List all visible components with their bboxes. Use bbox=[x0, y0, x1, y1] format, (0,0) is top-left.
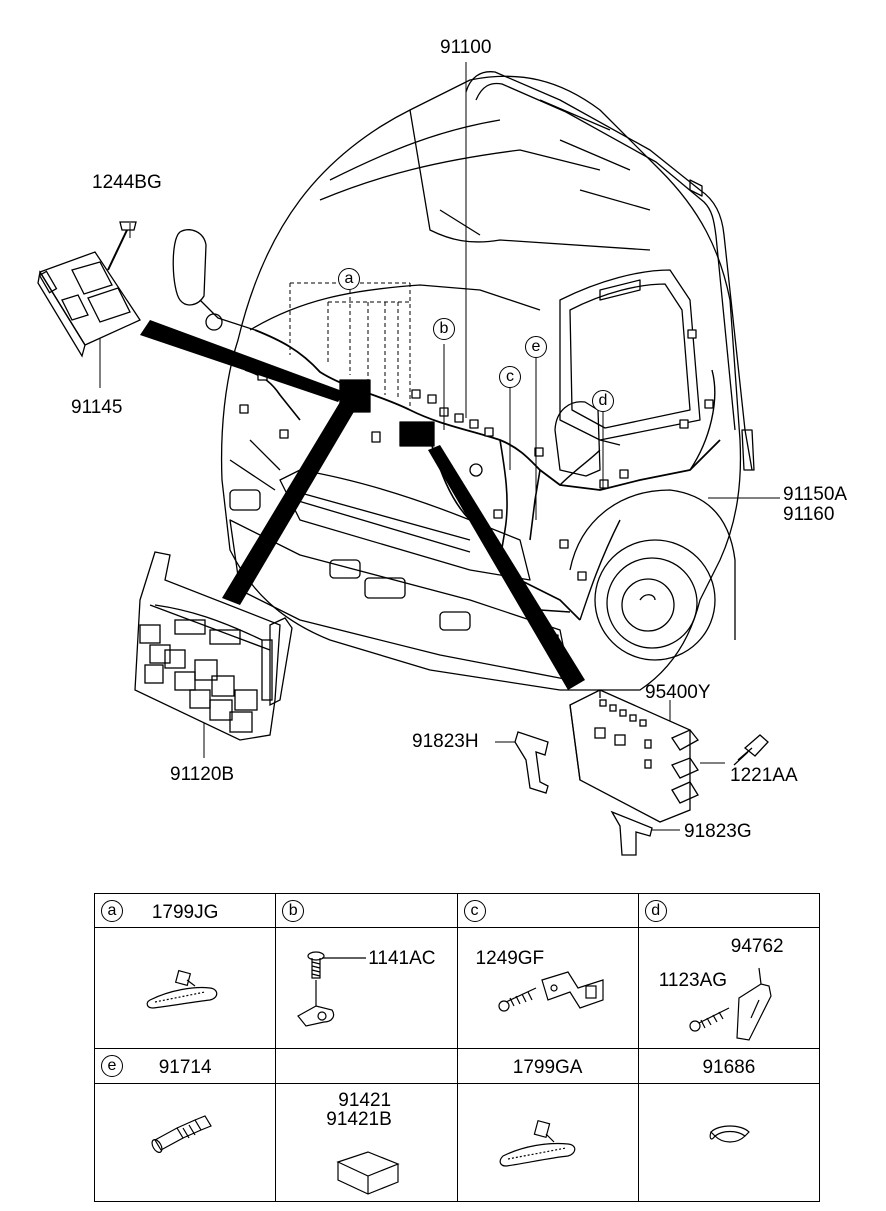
label-91145: 91145 bbox=[71, 397, 123, 418]
cell-d: 94762 1123AG bbox=[637, 927, 821, 1049]
screw-ground-icon bbox=[297, 951, 367, 1027]
header-c: c bbox=[456, 893, 639, 928]
roof-rack bbox=[465, 71, 753, 471]
cab-outline bbox=[220, 75, 742, 691]
label-1244BG: 1244BG bbox=[92, 172, 162, 193]
header-1799GA: 1799GA bbox=[456, 1048, 639, 1084]
relay-block-91145 bbox=[37, 221, 141, 358]
callout-e: e bbox=[525, 336, 547, 358]
wheel-arch bbox=[569, 489, 736, 640]
control-module-95400Y bbox=[514, 689, 769, 856]
callout-b: b bbox=[433, 318, 455, 340]
part-1141AC: 1141AC bbox=[368, 948, 436, 969]
right-mirror bbox=[554, 401, 601, 477]
header-a: a 1799JG bbox=[93, 893, 277, 928]
bolt-bracket-icon bbox=[497, 971, 604, 1012]
table-callout: b bbox=[282, 900, 305, 922]
part-1123AG: 1123AG bbox=[658, 970, 728, 991]
cable-tie-icon bbox=[499, 1119, 575, 1167]
bolt-clip-icon bbox=[689, 967, 772, 1041]
callout-d: d bbox=[592, 390, 614, 412]
label-91823G: 91823G bbox=[684, 821, 752, 842]
label-91150A: 91150A bbox=[783, 484, 848, 505]
header-91686: 91686 bbox=[637, 1048, 821, 1084]
table-callout: a bbox=[101, 900, 123, 922]
header-d: d bbox=[637, 893, 821, 928]
grille bbox=[279, 469, 531, 581]
table-callout: c bbox=[463, 900, 486, 922]
cable-tie-icon bbox=[146, 969, 218, 1009]
callout-c: c bbox=[499, 366, 521, 388]
header-blank bbox=[275, 1048, 458, 1084]
part-91686: 91686 bbox=[702, 1057, 756, 1078]
wheel bbox=[594, 539, 716, 661]
cell-1799GA bbox=[456, 1083, 639, 1202]
grommet-connector-icon bbox=[151, 1115, 212, 1153]
wedge-91120B bbox=[222, 402, 355, 605]
callout-a: a bbox=[338, 268, 360, 290]
label-91100: 91100 bbox=[440, 37, 492, 58]
label-91823H: 91823H bbox=[412, 731, 479, 752]
cell-91421: 91421 91421B bbox=[275, 1083, 458, 1202]
label-95400Y: 95400Y bbox=[645, 682, 711, 703]
cell-a bbox=[93, 927, 277, 1049]
plug-cap-icon bbox=[709, 1125, 750, 1143]
pad-icon bbox=[336, 1151, 400, 1195]
header-e: e 91714 bbox=[93, 1048, 277, 1084]
header-b: b bbox=[275, 893, 458, 928]
wiring-harness-91100 bbox=[254, 329, 721, 491]
table-callout: d bbox=[644, 900, 667, 922]
fuse-box-91120B bbox=[134, 551, 293, 741]
part-91421B: 91421B bbox=[326, 1109, 392, 1130]
table-callout: e bbox=[101, 1055, 123, 1077]
part-91421: 91421 bbox=[338, 1090, 392, 1111]
part-1799GA: 1799GA bbox=[512, 1057, 583, 1078]
cell-c: 1249GF bbox=[456, 927, 639, 1049]
label-1221AA: 1221AA bbox=[730, 765, 798, 786]
cell-b: 1141AC bbox=[275, 927, 458, 1049]
door-window bbox=[559, 269, 701, 441]
cell-91686 bbox=[637, 1083, 821, 1202]
wedge-91145 bbox=[140, 320, 345, 402]
cell-e bbox=[93, 1083, 277, 1202]
parts-table: a 1799JG b c d bbox=[93, 893, 821, 1202]
part-1249GF: 1249GF bbox=[475, 948, 545, 969]
label-91160: 91160 bbox=[783, 504, 835, 525]
truck-wiring-diagram bbox=[37, 62, 780, 856]
left-mirror bbox=[172, 229, 207, 306]
part-94762: 94762 bbox=[730, 936, 784, 957]
part-1799JG: 1799JG bbox=[151, 902, 219, 923]
wedge-95400Y bbox=[428, 445, 585, 690]
label-91120B: 91120B bbox=[170, 764, 235, 785]
part-91714: 91714 bbox=[158, 1057, 212, 1078]
